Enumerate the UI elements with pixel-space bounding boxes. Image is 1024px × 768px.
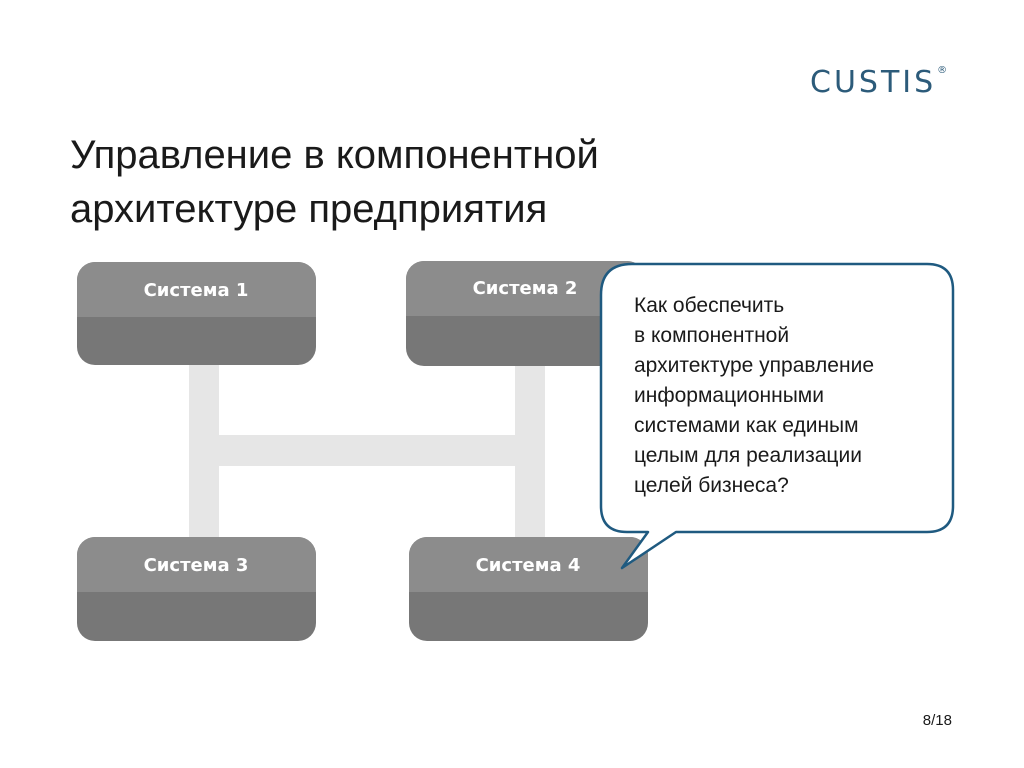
title-line-2: архитектуре предприятия	[70, 187, 548, 231]
callout-question: Как обеспечить в компонентной архитектур…	[634, 291, 944, 501]
slide-title: Управление в компонентной архитектуре пр…	[70, 128, 599, 236]
system-box-3: Система 3	[77, 537, 316, 641]
callout-line-6: целым для реализации	[634, 444, 862, 467]
logo-text: CUSTIS	[810, 65, 937, 100]
callout-line-7: целей бизнеса?	[634, 474, 789, 497]
connector-horizontal	[189, 435, 545, 466]
callout-line-2: в компонентной	[634, 324, 790, 347]
system-label-4: Система 4	[476, 555, 581, 576]
system-label-1: Система 1	[144, 280, 249, 301]
system-label-2: Система 2	[473, 278, 578, 299]
title-line-1: Управление в компонентной	[70, 133, 599, 177]
system-label-3: Система 3	[144, 555, 249, 576]
system-box-1: Система 1	[77, 262, 316, 365]
connectors	[189, 362, 545, 542]
system-box-4: Система 4	[409, 537, 648, 641]
page-number: 8/18	[922, 712, 952, 729]
callout-line-3: архитектуре управление	[634, 354, 874, 377]
callout-line-5: системами как единым	[634, 414, 859, 437]
callout-line-1: Как обеспечить	[634, 294, 785, 317]
callout-line-4: информационными	[634, 384, 824, 407]
callout-bubble	[599, 262, 955, 570]
custis-logo: CUSTIS®	[810, 65, 948, 100]
registered-mark: ®	[937, 65, 948, 76]
